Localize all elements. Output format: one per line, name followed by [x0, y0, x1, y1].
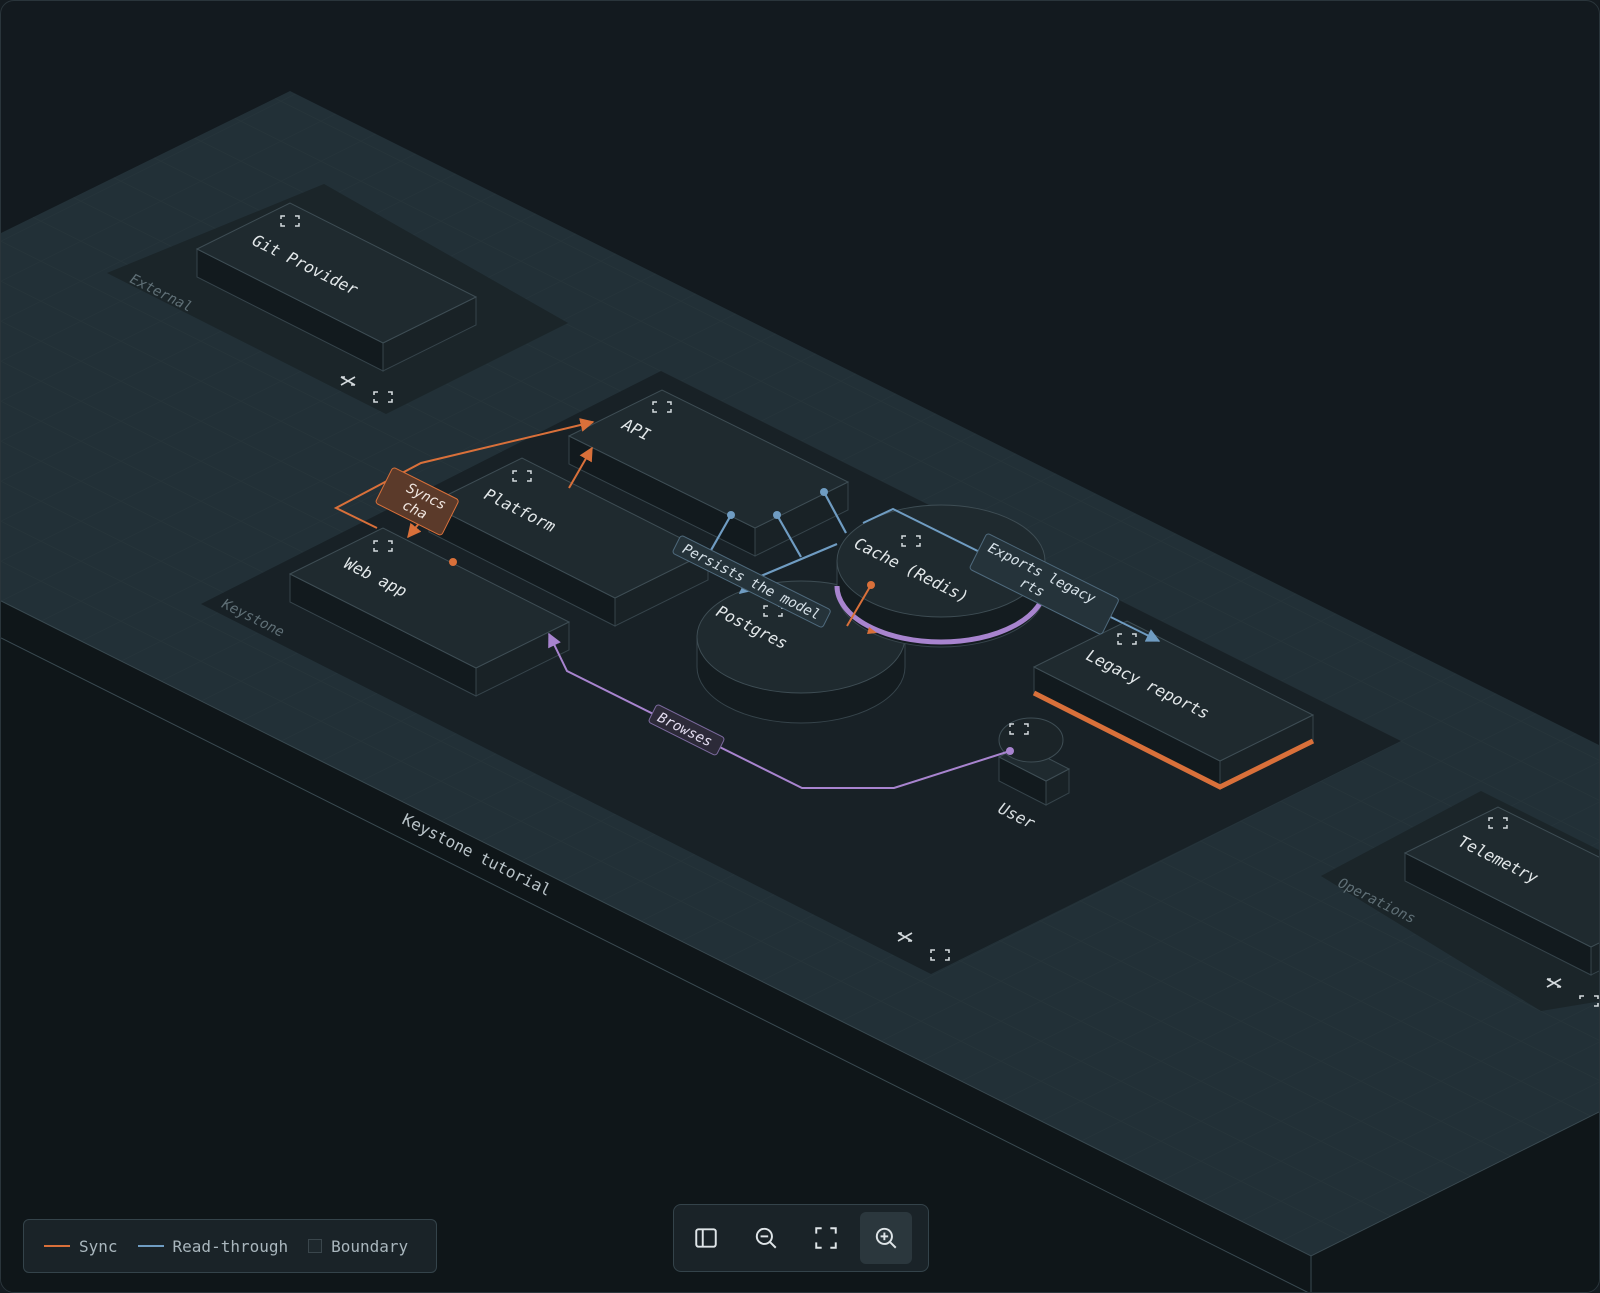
legend-label-boundary: Boundary [331, 1236, 409, 1256]
node-platform[interactable]: Platform [427, 457, 710, 627]
legend-item-read-through: Read-through [137, 1236, 289, 1256]
sidebar-icon [695, 1228, 717, 1248]
group-collapse-icon[interactable] [1546, 978, 1562, 988]
node-git-provider[interactable]: Git Provider [195, 202, 478, 372]
node-telemetry[interactable]: Telemetry [1403, 806, 1600, 976]
group-collapse-icon[interactable] [340, 376, 356, 386]
zoom-in-button[interactable] [860, 1212, 912, 1264]
legend-label-read-through: Read-through [172, 1236, 289, 1256]
toggle-sidebar-button[interactable] [680, 1212, 732, 1264]
zoom-in-icon [875, 1227, 897, 1249]
edge-cache-to-postgres-sync[interactable] [846, 584, 872, 627]
edge-browses[interactable] [548, 632, 1011, 789]
node-api[interactable]: API [567, 389, 850, 557]
node-user[interactable]: User [995, 717, 1071, 833]
node-focus-icon[interactable] [512, 470, 532, 482]
group-focus-icon[interactable] [1579, 995, 1599, 1007]
node-web-app[interactable]: Web app [288, 527, 571, 697]
node-legacy-reports[interactable]: Legacy reports [1032, 620, 1315, 790]
edge-syncs-changes[interactable] [333, 418, 595, 529]
legend-item-sync: Sync [44, 1237, 118, 1256]
node-focus-icon[interactable] [1488, 817, 1508, 829]
fit-view-button[interactable] [800, 1212, 852, 1264]
legend: Sync Read-through Boundary [23, 1219, 437, 1273]
edge-api-to-cache-2[interactable] [823, 491, 847, 534]
legend-label-sync: Sync [79, 1236, 118, 1256]
view-toolbar [673, 1204, 929, 1272]
node-focus-icon[interactable] [373, 540, 393, 552]
node-focus-icon[interactable] [280, 215, 300, 227]
legend-item-boundary: Boundary [308, 1237, 408, 1256]
edge-platform-to-api-sync[interactable] [568, 446, 593, 489]
sync-swatch [44, 1245, 70, 1247]
zoom-out-button[interactable] [740, 1212, 792, 1264]
node-focus-icon[interactable] [1117, 633, 1137, 645]
group-collapse-icon[interactable] [897, 932, 913, 942]
read-through-swatch [137, 1245, 164, 1247]
group-focus-icon[interactable] [930, 949, 950, 961]
edge-api-to-cache[interactable] [776, 514, 802, 558]
node-cache[interactable]: Cache (Redis) [834, 504, 1048, 648]
boundary-swatch [308, 1239, 323, 1253]
group-focus-icon[interactable] [373, 391, 393, 403]
zoom-out-icon [755, 1227, 777, 1249]
node-focus-icon[interactable] [652, 401, 672, 413]
node-focus-icon[interactable] [901, 535, 921, 547]
fit-view-icon [815, 1227, 837, 1249]
node-focus-icon[interactable] [1009, 723, 1029, 735]
